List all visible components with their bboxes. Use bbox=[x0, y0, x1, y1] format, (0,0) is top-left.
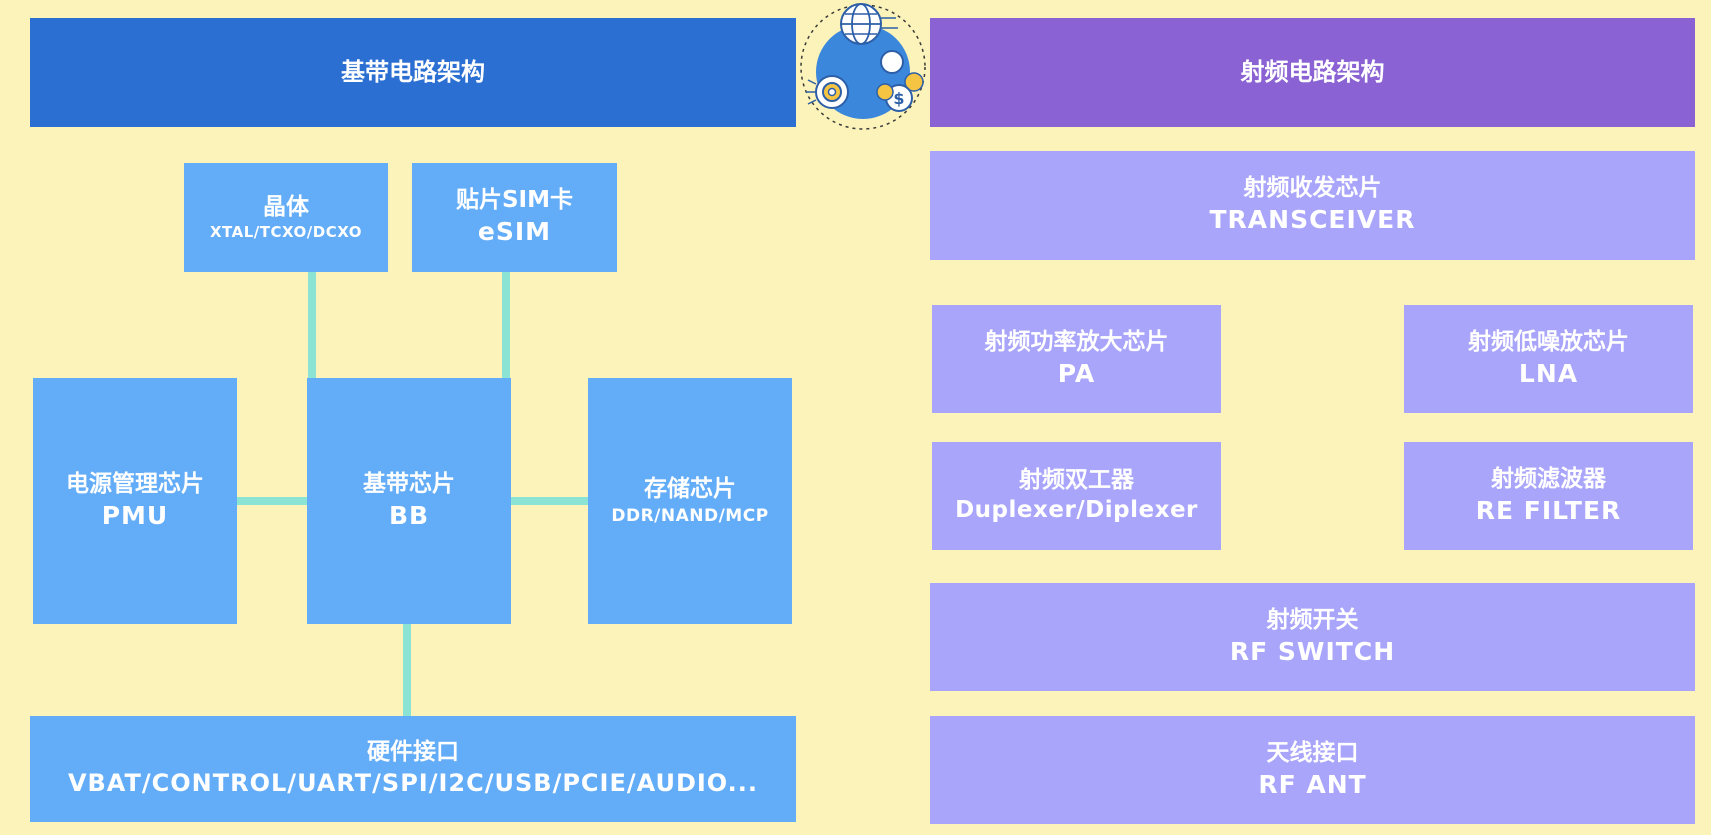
duplexer-name: 射频双工器 bbox=[1019, 467, 1134, 494]
hw-interface-name: 硬件接口 bbox=[367, 739, 459, 766]
connector-bb-storage bbox=[511, 497, 588, 505]
antenna-name: 天线接口 bbox=[1266, 739, 1359, 766]
pmu-box: 电源管理芯片 PMU bbox=[33, 378, 237, 624]
transceiver-sub: TRANSCEIVER bbox=[1209, 205, 1416, 235]
switch-sub: RF SWITCH bbox=[1229, 636, 1396, 666]
pa-name: 射频功率放大芯片 bbox=[984, 328, 1169, 355]
connector-pmu-bb bbox=[237, 497, 307, 505]
pmu-name: 电源管理芯片 bbox=[66, 470, 204, 497]
pa-sub: PA bbox=[1057, 358, 1096, 388]
lna-box: 射频低噪放芯片 LNA bbox=[1404, 305, 1693, 413]
globe-icon bbox=[840, 3, 898, 45]
lna-name: 射频低噪放芯片 bbox=[1468, 328, 1629, 355]
switch-box: 射频开关 RF SWITCH bbox=[930, 583, 1695, 691]
filter-name: 射频滤波器 bbox=[1491, 465, 1606, 492]
duplexer-box: 射频双工器 Duplexer/Diplexer bbox=[932, 442, 1221, 550]
crystal-box: 晶体 XTAL/TCXO/DCXO bbox=[184, 163, 388, 272]
globe-gear-coin-icon: $ bbox=[800, 3, 926, 130]
bb-name: 基带芯片 bbox=[363, 470, 455, 497]
esim-sub: eSIM bbox=[477, 217, 552, 247]
connector-bb-interface bbox=[403, 624, 411, 716]
pa-box: 射频功率放大芯片 PA bbox=[932, 305, 1221, 413]
crystal-name: 晶体 bbox=[263, 193, 309, 220]
transceiver-box: 射频收发芯片 TRANSCEIVER bbox=[930, 151, 1695, 260]
pmu-sub: PMU bbox=[101, 500, 169, 530]
storage-sub: DDR/NAND/MCP bbox=[611, 505, 769, 526]
coin-icon: $ bbox=[876, 50, 924, 112]
rf-title: 射频电路架构 bbox=[1240, 57, 1385, 86]
esim-box: 贴片SIM卡 eSIM bbox=[412, 163, 617, 272]
filter-sub: RE FILTER bbox=[1475, 495, 1622, 525]
connector-esim-bb bbox=[502, 272, 510, 380]
bb-box: 基带芯片 BB bbox=[307, 378, 511, 624]
baseband-title: 基带电路架构 bbox=[341, 57, 485, 86]
bb-sub: BB bbox=[388, 500, 430, 530]
storage-box: 存储芯片 DDR/NAND/MCP bbox=[588, 378, 792, 624]
baseband-header: 基带电路架构 bbox=[30, 18, 796, 127]
duplexer-sub: Duplexer/Diplexer bbox=[955, 497, 1198, 523]
svg-text:$: $ bbox=[893, 89, 904, 108]
esim-name: 贴片SIM卡 bbox=[455, 187, 573, 214]
hw-interface-sub: VBAT/CONTROL/UART/SPI/I2C/USB/PCIE/AUDIO… bbox=[67, 769, 759, 798]
filter-box: 射频滤波器 RE FILTER bbox=[1404, 442, 1693, 550]
rf-header: 射频电路架构 bbox=[930, 18, 1695, 127]
transceiver-name: 射频收发芯片 bbox=[1243, 175, 1382, 202]
antenna-box: 天线接口 RF ANT bbox=[930, 716, 1695, 824]
hw-interface-box: 硬件接口 VBAT/CONTROL/UART/SPI/I2C/USB/PCIE/… bbox=[30, 716, 796, 822]
lna-sub: LNA bbox=[1518, 358, 1579, 388]
antenna-sub: RF ANT bbox=[1258, 769, 1367, 799]
crystal-sub: XTAL/TCXO/DCXO bbox=[209, 222, 363, 241]
connector-crystal-bb bbox=[308, 272, 316, 380]
gear-icon bbox=[806, 75, 849, 109]
switch-name: 射频开关 bbox=[1266, 606, 1359, 633]
storage-name: 存储芯片 bbox=[644, 476, 736, 502]
